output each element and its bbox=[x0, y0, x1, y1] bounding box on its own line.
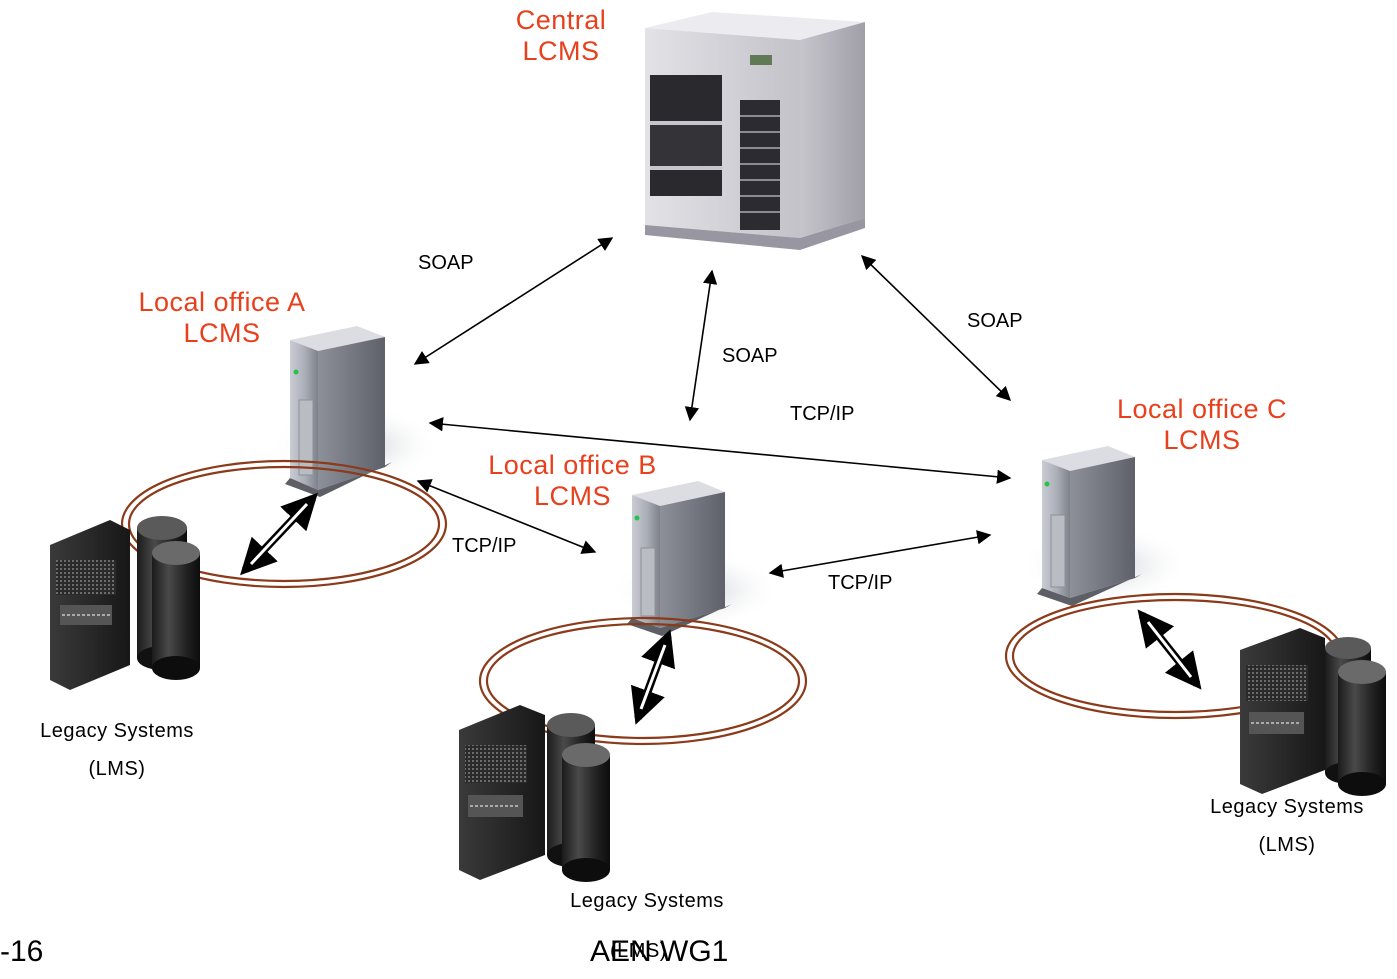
legacy-b-line2: (LMS) bbox=[610, 940, 667, 962]
office-a-title-line1: Local office A bbox=[138, 287, 306, 317]
link-b-c-label: TCP/IP bbox=[828, 572, 893, 594]
office-c-title-line2: LCMS bbox=[1163, 425, 1241, 456]
link-a-b-label: TCP/IP bbox=[452, 535, 517, 557]
link-central-c-label: SOAP bbox=[967, 310, 1023, 332]
legacy-system-b-icon bbox=[459, 705, 610, 882]
link-central-a-arrow bbox=[413, 237, 614, 365]
footer-source: AEN WG1 bbox=[590, 935, 729, 968]
office-c-title: Local office C LCMS bbox=[1082, 394, 1322, 456]
page-number: -16 bbox=[0, 935, 44, 968]
legacy-a-line1: Legacy Systems bbox=[40, 720, 194, 742]
legacy-b-line1: Legacy Systems bbox=[570, 890, 724, 912]
office-a-title: Local office A LCMS bbox=[112, 287, 332, 349]
link-central-c-arrow bbox=[860, 254, 1012, 402]
central-server-icon bbox=[645, 12, 865, 250]
central-title-line1: Central bbox=[515, 5, 607, 35]
legacy-a-label: Legacy Systems (LMS) bbox=[7, 720, 227, 781]
legacy-c-line1: Legacy Systems bbox=[1210, 796, 1364, 818]
office-c-title-line1: Local office C bbox=[1116, 394, 1288, 424]
link-central-a-label: SOAP bbox=[418, 252, 474, 274]
office-b-server-icon bbox=[610, 481, 780, 636]
legacy-c-line2: (LMS) bbox=[1258, 834, 1316, 856]
link-central-b-label: SOAP bbox=[722, 345, 778, 367]
legacy-c-label: Legacy Systems (LMS) bbox=[1177, 796, 1397, 857]
link-b-c-arrow bbox=[768, 530, 992, 578]
link-a-c-label: TCP/IP bbox=[790, 403, 855, 425]
link-central-b-arrow bbox=[684, 269, 718, 422]
legacy-a-line2: (LMS) bbox=[88, 758, 146, 780]
office-b-title: Local office B LCMS bbox=[455, 450, 690, 512]
legacy-system-a-icon bbox=[50, 516, 200, 690]
link-office-c-legacy-arrow bbox=[1137, 609, 1202, 690]
office-a-server-icon bbox=[270, 326, 440, 497]
central-title-line2: LCMS bbox=[522, 36, 600, 67]
link-office-a-legacy-arrow bbox=[240, 492, 318, 576]
office-b-title-line2: LCMS bbox=[533, 481, 611, 512]
office-b-title-line1: Local office B bbox=[488, 450, 657, 480]
link-office-b-legacy-arrow bbox=[630, 629, 676, 725]
office-c-server-icon bbox=[1020, 446, 1190, 606]
link-a-c-arrow bbox=[428, 417, 1012, 484]
office-a-title-line2: LCMS bbox=[183, 318, 261, 349]
legacy-system-c-icon bbox=[1240, 628, 1386, 796]
legacy-b-label: Legacy Systems bbox=[537, 890, 757, 913]
lan-ring-b bbox=[478, 616, 808, 746]
link-a-b-arrow bbox=[416, 479, 597, 554]
central-lcms-title: Central LCMS bbox=[486, 5, 636, 67]
